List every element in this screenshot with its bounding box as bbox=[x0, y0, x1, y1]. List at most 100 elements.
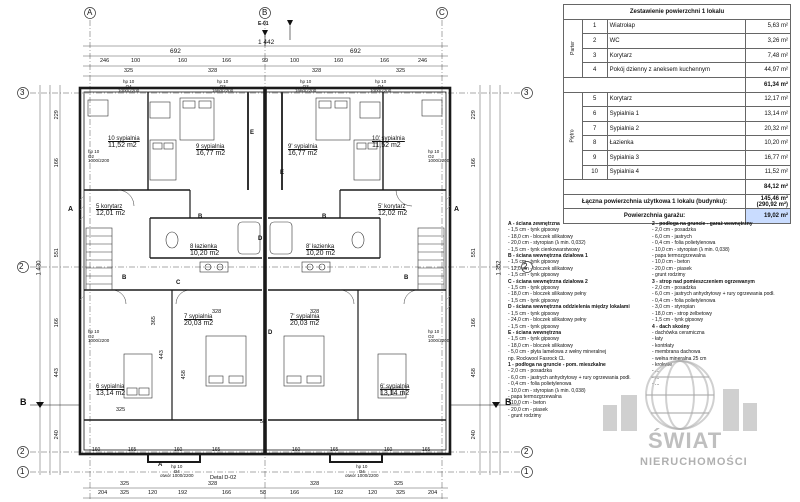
bed-7prime bbox=[283, 335, 325, 387]
row-area: 5,63 m² bbox=[745, 18, 791, 35]
axis-bubble-c bbox=[436, 7, 448, 19]
axis-label-1-right: 1 bbox=[524, 467, 529, 476]
axis-bubble-1-left bbox=[17, 466, 29, 478]
axis-label-2-right: 2 bbox=[524, 447, 529, 456]
dim-small-7: 165 bbox=[422, 447, 431, 453]
axis-label-b: B bbox=[262, 8, 268, 17]
dim-bottom-0: 204 bbox=[98, 490, 108, 496]
spec-line: - łaty bbox=[652, 336, 663, 343]
group-floor: Piętro bbox=[563, 91, 583, 181]
dim-top2-3: 325 bbox=[396, 68, 406, 74]
dim-bottom-5: 58 bbox=[260, 490, 267, 496]
bed-6 bbox=[123, 353, 153, 399]
ground-sum: 61,34 m² bbox=[745, 76, 791, 93]
spec-line: A - ściana zewnętrzna bbox=[508, 221, 560, 227]
axis-bubble-3-left bbox=[17, 87, 29, 99]
dim-small-4: 160 bbox=[292, 447, 301, 453]
row-no: 9 bbox=[581, 149, 608, 166]
row-name: Sypialnia 2 bbox=[606, 120, 747, 137]
dim-top-2: 160 bbox=[178, 58, 188, 64]
spec-line: 3 - strop nad pomieszczeniem ogrzewanym bbox=[652, 278, 755, 285]
spec-line: - papa termozgrzewalna bbox=[652, 253, 706, 260]
garage-value: 19,02 m² bbox=[745, 208, 791, 224]
row-no: 3 bbox=[581, 47, 608, 64]
spec-line: - 20,0 cm - piasek bbox=[652, 265, 692, 272]
spec-line: - 10,0 cm - styropian (λ min. 0,038) bbox=[652, 246, 730, 253]
dim-small-6: 160 bbox=[384, 447, 393, 453]
bed-10prime bbox=[353, 139, 381, 181]
watermark-subtitle: NIERUCHOMOŚCI bbox=[640, 456, 748, 468]
spec-line: - 0,4 cm - folia polietylenowa bbox=[652, 297, 716, 304]
spec-line: - 1,5 cm - tynk gipsowy bbox=[508, 272, 560, 279]
dim-inner-365: 365 bbox=[150, 316, 157, 326]
spec-line: - 1,5 cm - tynk gipsowy bbox=[652, 317, 704, 324]
axis-bubble-a bbox=[84, 7, 96, 19]
axis-label-a: A bbox=[87, 8, 93, 17]
spec-line: - 6,0 cm - jastrych bbox=[652, 233, 692, 240]
axis-label-1-left: 1 bbox=[20, 467, 25, 476]
dim-bottom2-0: 325 bbox=[120, 481, 130, 487]
spec-line: - 10,0 cm - beton bbox=[652, 259, 690, 266]
dim-bottom-3: 192 bbox=[178, 490, 188, 496]
dim-right-total: 1 352 bbox=[496, 260, 503, 276]
row-no: 6 bbox=[581, 106, 608, 122]
area-summary-table: Zestawienie powierzchni 1 lokalu Parter … bbox=[563, 4, 791, 224]
dim-bottom-6: 166 bbox=[290, 490, 300, 496]
wall-letter-e-2: E bbox=[280, 170, 285, 176]
bed-7 bbox=[205, 335, 247, 387]
spec-line: - 0,4 cm - folia polietylenowa bbox=[508, 381, 572, 388]
row-name: Wiatrołap bbox=[606, 18, 747, 35]
staircase-left bbox=[85, 227, 113, 291]
spec-line: - 5,0 cm - płyta lamelowa z wełny minera… bbox=[508, 349, 607, 356]
spec-line: - 2,0 cm - posadzka bbox=[508, 368, 552, 375]
wall-letter-d-1: D bbox=[258, 236, 263, 242]
spec-line: - wełna mineralna 25 cm bbox=[652, 355, 707, 362]
spec-line: - 18,0 cm - bloczek silikatowy bbox=[508, 233, 574, 240]
dim-half-right: 692 bbox=[350, 48, 361, 55]
spec-line: np. Rockwool Fasrock CL bbox=[508, 355, 565, 362]
dim-bottom-10: 204 bbox=[428, 490, 438, 496]
spec-line: - 18,0 cm - strop żelbetowy bbox=[652, 310, 713, 317]
group-ground: Parter bbox=[563, 18, 583, 78]
axis-label-c: C bbox=[439, 8, 445, 17]
spec-line: - 6,0 cm - jastrych anhydrytowy + rury o… bbox=[652, 291, 775, 298]
dim-inner-328-right: 328 bbox=[310, 309, 320, 315]
dim-bottom-8: 120 bbox=[368, 490, 378, 496]
row-no: 1 bbox=[581, 18, 608, 35]
row-area: 7,48 m² bbox=[745, 47, 791, 64]
spec-line: - ... bbox=[652, 381, 660, 388]
spec-line: C - ściana wewnętrzna działowa 2 bbox=[508, 278, 588, 285]
dim-right-5: 240 bbox=[470, 430, 477, 440]
spec-line: - 1,5 cm - tynk gipsowy bbox=[508, 227, 560, 234]
dim-small-2: 160 bbox=[174, 447, 183, 453]
spec-line: 4 - dach skośny bbox=[652, 323, 690, 330]
axis-label-2-left: 2 bbox=[20, 447, 25, 456]
bed-9 bbox=[179, 97, 215, 141]
axis-label-2prime-left: 2 bbox=[19, 262, 24, 271]
axis-label-3-left: 3 bbox=[20, 88, 25, 97]
dim-top-6: 160 bbox=[334, 58, 344, 64]
spec-line: E - ściana wewnętrzna bbox=[508, 329, 562, 336]
floor-sum-spacer bbox=[563, 179, 746, 195]
ground-sum-spacer bbox=[563, 76, 746, 93]
table-title: Zestawienie powierzchni 1 lokalu bbox=[563, 4, 791, 20]
dim-right-4: 458 bbox=[470, 368, 477, 378]
dim-top-1: 100 bbox=[131, 58, 141, 64]
dim-left-3: 166 bbox=[53, 318, 60, 328]
dim-top-5: 100 bbox=[290, 58, 300, 64]
spec-line: - 6,0 cm - jastrych anhydrytowy + rury o… bbox=[508, 374, 631, 381]
dim-bottom-9: 325 bbox=[396, 490, 406, 496]
spec-line: - 24,0 cm - bloczek silikatowy pełny bbox=[508, 317, 587, 324]
spec-line: B - ściana wewnętrzna działowa 1 bbox=[508, 253, 588, 260]
dim-inner-325: 325 bbox=[116, 407, 126, 413]
